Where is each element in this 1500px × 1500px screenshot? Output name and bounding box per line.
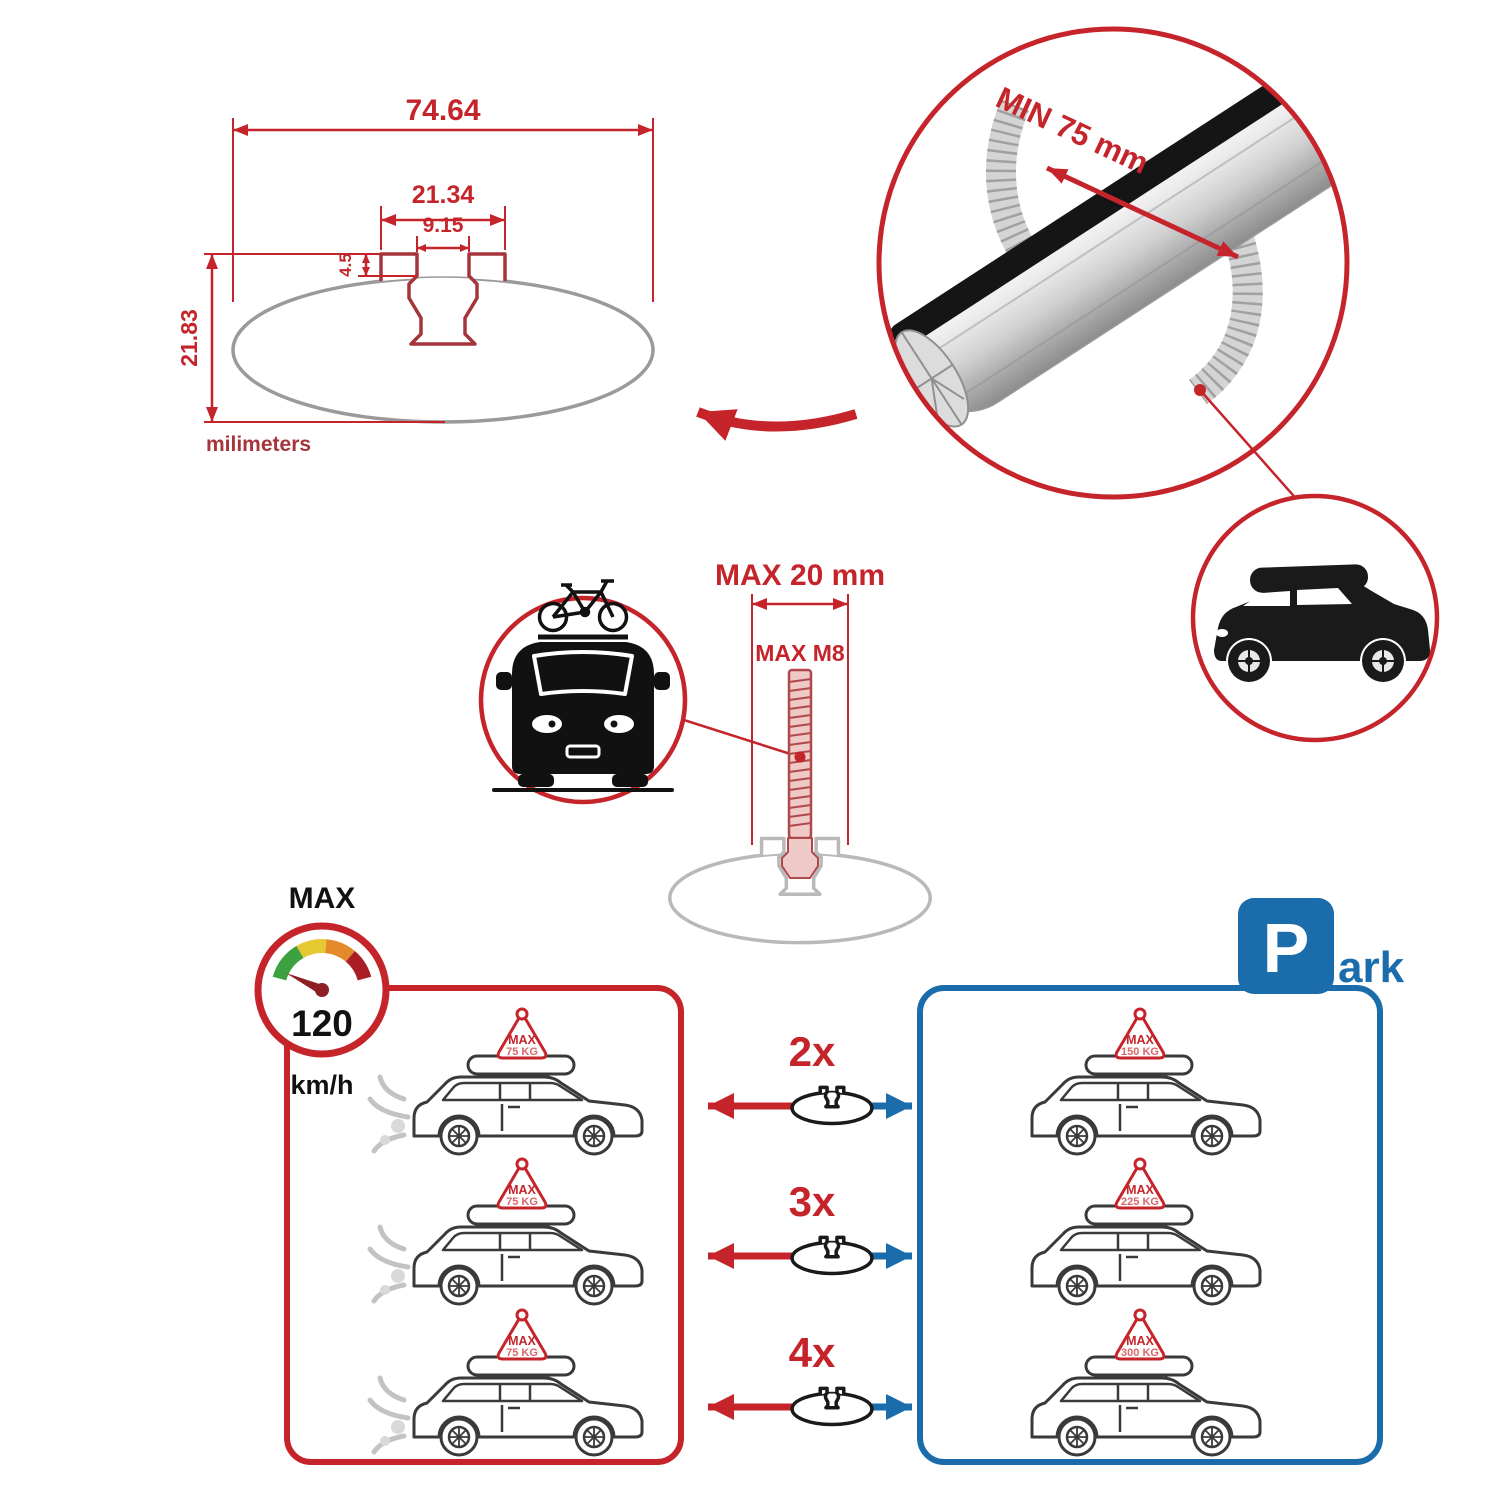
total-width-value: 74.64 — [405, 94, 480, 127]
svg-text:150 KG: 150 KG — [1121, 1046, 1159, 1058]
detail-circle-outline — [876, 26, 1350, 500]
min-span-arrow — [1045, 165, 1240, 260]
gauge-needle — [286, 973, 324, 995]
pointer-arrow-to-diagram — [696, 407, 858, 441]
right-mirror — [654, 672, 670, 690]
parked-car-row-3: MAX 300 KG — [1030, 1308, 1262, 1457]
svg-text:MAX: MAX — [1126, 1183, 1154, 1197]
license-plate — [565, 744, 601, 759]
gauge-max-label: MAX — [289, 882, 356, 915]
car-front-icon — [492, 634, 674, 792]
bolt-anchor-dot — [794, 751, 806, 763]
quantity-row-2: 3x — [708, 1178, 912, 1274]
bolt-extension-lines — [751, 594, 849, 845]
total-width-extension-lines — [232, 118, 654, 302]
quantity-label: 4x — [789, 1329, 836, 1376]
quantity-label: 2x — [789, 1028, 836, 1075]
max-load-sign: MAX 75 KG — [496, 1308, 548, 1361]
right-headlight — [604, 715, 634, 733]
max-load-sign: MAX 150 KG — [1114, 1007, 1166, 1060]
bolt-icon — [781, 668, 819, 879]
driving-car-row-3: MAX 75 KG — [370, 1308, 644, 1457]
max-load-sign: MAX 225 KG — [1114, 1157, 1166, 1210]
bolt-diagram: MAX 20 mm MAX M8 — [668, 559, 932, 944]
parked-car-row-1: MAX 150 KG — [1030, 1007, 1262, 1156]
max-load-sign: MAX 75 KG — [496, 1157, 548, 1210]
parking-sign-letter: P — [1263, 909, 1310, 987]
suv-roofbox-circle — [1190, 493, 1440, 743]
lip-depth-value: 4.5 — [336, 253, 355, 277]
driving-car-row-1: MAX 75 KG — [370, 1007, 644, 1156]
svg-text:75 KG: 75 KG — [506, 1046, 538, 1058]
channel-outer-value: 21.34 — [412, 181, 475, 209]
total-height-value: 21.83 — [176, 309, 202, 367]
crossbar-profile-drawing — [231, 252, 655, 424]
quantity-row-3: 4x — [708, 1329, 912, 1425]
suv-with-roofbox-icon — [1214, 564, 1430, 682]
svg-text:225 KG: 225 KG — [1121, 1196, 1159, 1208]
parking-sign-square — [1238, 898, 1334, 994]
parked-car-row-2: MAX 225 KG — [1030, 1157, 1262, 1306]
crossbar-profile-icon — [791, 1387, 873, 1425]
gauge-value: 120 — [291, 1003, 353, 1044]
parking-sign: P ark — [1238, 898, 1405, 994]
bikecar-circle — [478, 579, 688, 805]
max-load-sign: MAX 75 KG — [496, 1007, 548, 1060]
quantity-label: 3x — [789, 1178, 836, 1225]
bolt-max-width-label: MAX 20 mm — [715, 559, 885, 592]
bolt-t-foot — [781, 837, 819, 879]
gauge-unit: km/h — [290, 1070, 353, 1100]
speedometer-gauge: MAX 120 km/h — [254, 882, 390, 1100]
left-mirror — [496, 672, 512, 690]
svg-text:MAX: MAX — [508, 1033, 536, 1047]
total-height-extension-lines — [204, 253, 445, 423]
parking-sign-suffix: ark — [1338, 943, 1405, 992]
channel-inner-extension-lines — [416, 236, 470, 252]
svg-text:MAX: MAX — [508, 1334, 536, 1348]
svg-text:MAX: MAX — [1126, 1334, 1154, 1348]
bolt-max-thread-label: MAX M8 — [755, 640, 845, 666]
svg-text:MAX: MAX — [508, 1183, 536, 1197]
roof-bar-detail-circle: MIN 75 mm — [876, 26, 1350, 500]
svg-text:300 KG: 300 KG — [1121, 1347, 1159, 1359]
max-load-sign: MAX 300 KG — [1114, 1308, 1166, 1361]
channel-inner-value: 9.15 — [423, 214, 464, 237]
svg-text:75 KG: 75 KG — [506, 1347, 538, 1359]
crossbar-profile-icon — [791, 1236, 873, 1274]
svg-text:MAX: MAX — [1126, 1033, 1154, 1047]
windshield — [532, 650, 634, 696]
quantity-row-1: 2x — [708, 1028, 912, 1124]
driving-car-row-2: MAX 75 KG — [370, 1157, 644, 1306]
units-label: milimeters — [206, 433, 311, 456]
channel-outer-extension-lines — [380, 206, 506, 250]
svg-text:75 KG: 75 KG — [506, 1196, 538, 1208]
crossbar-dimension-diagram: 74.64 21.34 9.15 4.5 21.83 milimeters — [176, 94, 655, 456]
crossbar-profile-icon — [791, 1086, 873, 1124]
bicycle-icon — [537, 579, 629, 633]
left-headlight — [532, 715, 562, 733]
